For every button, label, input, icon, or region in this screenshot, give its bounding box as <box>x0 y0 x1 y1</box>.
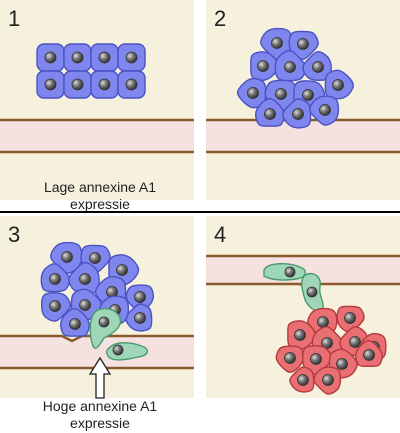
nucleus <box>271 37 283 49</box>
panel-1-vessel <box>0 120 194 152</box>
nucleus <box>310 353 322 365</box>
nucleus <box>98 51 111 64</box>
nucleus <box>98 316 110 328</box>
caption-low-line-1: Lage annexine A1 <box>43 179 157 195</box>
nucleus <box>336 358 348 370</box>
panel-3: 3 <box>0 216 194 399</box>
nucleus <box>61 251 73 263</box>
nucleus <box>302 89 314 101</box>
nucleus <box>44 78 57 91</box>
caption-high-line-1: Hoge annexine A1 <box>42 398 158 414</box>
extravasating-cells <box>263 263 324 312</box>
nucleus <box>284 266 296 278</box>
panel-2-number: 2 <box>214 6 226 31</box>
nucleus <box>297 38 309 50</box>
nucleus <box>344 312 356 324</box>
panel-1-background <box>0 0 194 200</box>
panel-1: 1 <box>0 0 194 200</box>
nucleus <box>294 329 306 341</box>
nucleus <box>275 88 287 100</box>
nucleus <box>79 273 91 285</box>
nucleus <box>134 291 146 303</box>
nucleus <box>112 344 124 356</box>
nucleus <box>319 104 331 116</box>
nucleus <box>125 78 138 91</box>
nucleus <box>44 51 57 64</box>
nucleus <box>49 300 61 312</box>
nucleus <box>257 60 269 72</box>
nucleus <box>306 286 318 298</box>
panel-2: 2 <box>206 0 400 200</box>
nucleus <box>79 299 91 311</box>
nucleus <box>297 374 309 386</box>
panel-4-number: 4 <box>214 222 226 247</box>
nucleus <box>247 87 259 99</box>
nucleus <box>69 318 81 330</box>
nucleus <box>292 108 304 120</box>
nucleus <box>284 352 296 364</box>
caption-low-line-2: expressie <box>70 196 130 212</box>
panel-3-vessel <box>0 336 194 368</box>
up-arrow-icon <box>88 356 112 399</box>
migrating-cells <box>89 307 149 361</box>
nucleus <box>125 51 138 64</box>
nucleus <box>98 78 111 91</box>
nucleus <box>71 51 84 64</box>
metastatic-tumor-cluster <box>275 305 387 395</box>
nucleus <box>284 61 296 73</box>
migrating-cell <box>89 307 122 349</box>
nucleus <box>116 264 128 276</box>
nucleus <box>332 79 344 91</box>
caption-high-line-2: expressie <box>70 415 130 431</box>
nucleus <box>89 252 101 264</box>
nucleus <box>134 312 146 324</box>
panel-1-number: 1 <box>8 6 20 31</box>
nucleus <box>49 273 61 285</box>
invading-tumor-cluster <box>40 241 155 337</box>
nucleus <box>312 61 324 73</box>
tumor-cell-cluster <box>236 27 354 129</box>
epithelial-cell-sheet <box>36 43 146 99</box>
panel-4: 4 <box>206 216 400 398</box>
nucleus <box>322 374 334 386</box>
panel-3-vessel-wall-top <box>0 334 194 343</box>
panel-3-number: 3 <box>8 222 20 247</box>
nucleus <box>349 336 361 348</box>
nucleus <box>317 316 329 328</box>
nucleus <box>363 349 375 361</box>
nucleus <box>264 108 276 120</box>
nucleus <box>71 78 84 91</box>
caption-high-expression: Hoge annexine A1 expressie <box>0 398 200 432</box>
caption-low-expression: Lage annexine A1 expressie <box>0 179 200 213</box>
